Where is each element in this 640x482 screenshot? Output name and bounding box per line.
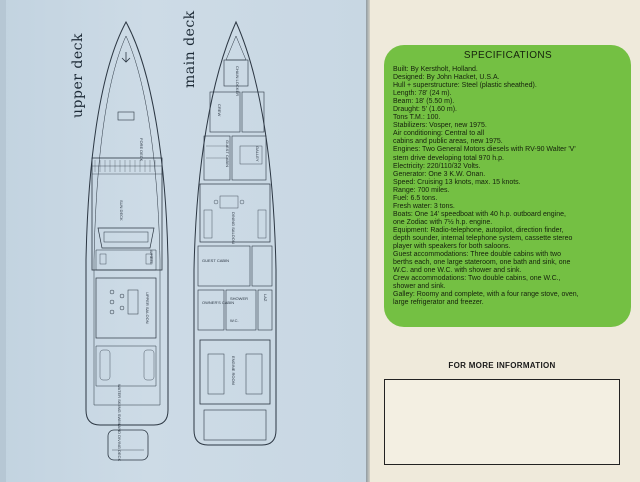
spec-line: Beam: 18' (5.50 m).: [393, 98, 455, 106]
spec-line: Built: By Kerstholt, Holland.: [393, 66, 478, 73]
spec-line: W.C. and one W.C. with shower and sink.: [393, 267, 522, 275]
spec-line: Hull + superstructure: Steel (plastic sh…: [393, 82, 537, 90]
label-sun-deck: SUN DECK: [119, 200, 124, 221]
bow-anchor-icon: [121, 52, 131, 63]
spec-line: Guest accommodations: Three double cabin…: [393, 251, 561, 259]
specifications-list: Built: By Kerstholt, Holland.Designed: B…: [393, 66, 623, 307]
stern-tender: [107, 429, 149, 461]
label-swim-deck: WATER SKIING SWIM AND DIVING DECK: [117, 384, 122, 461]
spec-line: berths each, one large stateroom, one ba…: [393, 259, 571, 267]
page-fold: [366, 0, 370, 482]
spec-line: Boats: One 14' speedboat with 40 h.p. ou…: [393, 210, 566, 218]
label-guest-cabin-aft: GUEST CABIN: [202, 258, 229, 263]
spec-line: Electricity: 220/110/32 Volts.: [393, 162, 481, 170]
spec-line: depth sounder, internal telephone system…: [393, 234, 573, 242]
label-owners-cabin: OWNER'S CABIN: [202, 300, 234, 305]
label-crew: CREW: [217, 104, 222, 116]
label-wheel: WHEEL: [149, 250, 154, 265]
label-engine-room: ENGINE ROOM: [231, 356, 236, 385]
spec-line: Galley: Roomy and complete, with a four …: [393, 291, 579, 299]
spec-line: shower and sink.: [393, 283, 446, 291]
upper-deck-labels: FORE DECK SUN DECK WHEEL UPPER SALOON WA…: [117, 138, 154, 461]
specifications-box: SPECIFICATIONS Built: By Kerstholt, Holl…: [384, 45, 631, 327]
spec-line: one Zodiac with 7½ h.p. engine.: [393, 218, 493, 226]
spec-line: Range: 700 miles.: [393, 186, 450, 194]
spec-line: Engines: Two General Motors diesels with…: [393, 146, 576, 154]
main-deck-labels: CHAIN LOCKER CREW GUEST CABIN GALLEY DIN…: [202, 66, 268, 385]
label-wc: W.C.: [230, 318, 239, 323]
engine-room: [199, 339, 271, 405]
galley-area: [239, 145, 263, 165]
spec-line: Designed: By John Hacket, U.S.A.: [393, 74, 500, 82]
spec-line: Air conditioning: Central to all: [393, 130, 485, 138]
spec-line: Crew accommodations: Two double cabins, …: [393, 275, 561, 283]
spec-line: Length: 78' (24 m).: [393, 90, 452, 98]
label-chain-locker: CHAIN LOCKER: [235, 66, 240, 96]
label-guest-cabin-fwd: GUEST CABIN: [225, 140, 230, 167]
label-dining-saloon: DINING SALOON: [231, 212, 236, 244]
spec-line: player with speakers for both saloons.: [393, 243, 511, 251]
spec-line: large refrigerator and freezer.: [393, 299, 484, 307]
panel-edge: [0, 0, 6, 482]
spec-line: Stabilizers: Vosper, new 1975.: [393, 122, 487, 130]
more-info-label: FOR MORE INFORMATION: [448, 361, 556, 370]
main-deck-plan: [193, 20, 277, 446]
label-shower: SHOWER: [230, 296, 248, 301]
label-upper-saloon: UPPER SALOON: [145, 292, 150, 324]
label-galley: GALLEY: [255, 146, 260, 162]
spec-line: Fuel: 6.5 tons.: [393, 194, 438, 202]
deck-plan-drawing: FORE DECK SUN DECK WHEEL UPPER SALOON WA…: [85, 20, 277, 461]
label-laz: LAZ: [263, 294, 268, 302]
upper-hull-outline: [85, 20, 169, 426]
deck-plan-panel: upper deck main deck: [0, 0, 368, 482]
label-fore-deck: FORE DECK: [139, 138, 144, 162]
spec-line: Fresh water: 3 tons.: [393, 202, 455, 210]
spec-line: stern drive developing total 970 h.p.: [393, 154, 504, 162]
spec-line: Tons T.M.: 100.: [393, 114, 441, 122]
spec-line: Draught: 5' (1.60 m).: [393, 106, 457, 114]
spec-line: Speed: Cruising 13 knots, max. 15 knots.: [393, 178, 521, 186]
spec-line: Generator: One 3 K.W. Onan.: [393, 170, 486, 178]
spec-line: cabins and public areas, new 1975.: [393, 138, 503, 146]
upper-saloon: [95, 277, 157, 339]
spec-line: Equipment: Radio-telephone, autopilot, d…: [393, 226, 564, 234]
specifications-title: SPECIFICATIONS: [463, 50, 553, 61]
upper-deck-plan: [85, 20, 169, 461]
more-info-box: [384, 379, 620, 465]
